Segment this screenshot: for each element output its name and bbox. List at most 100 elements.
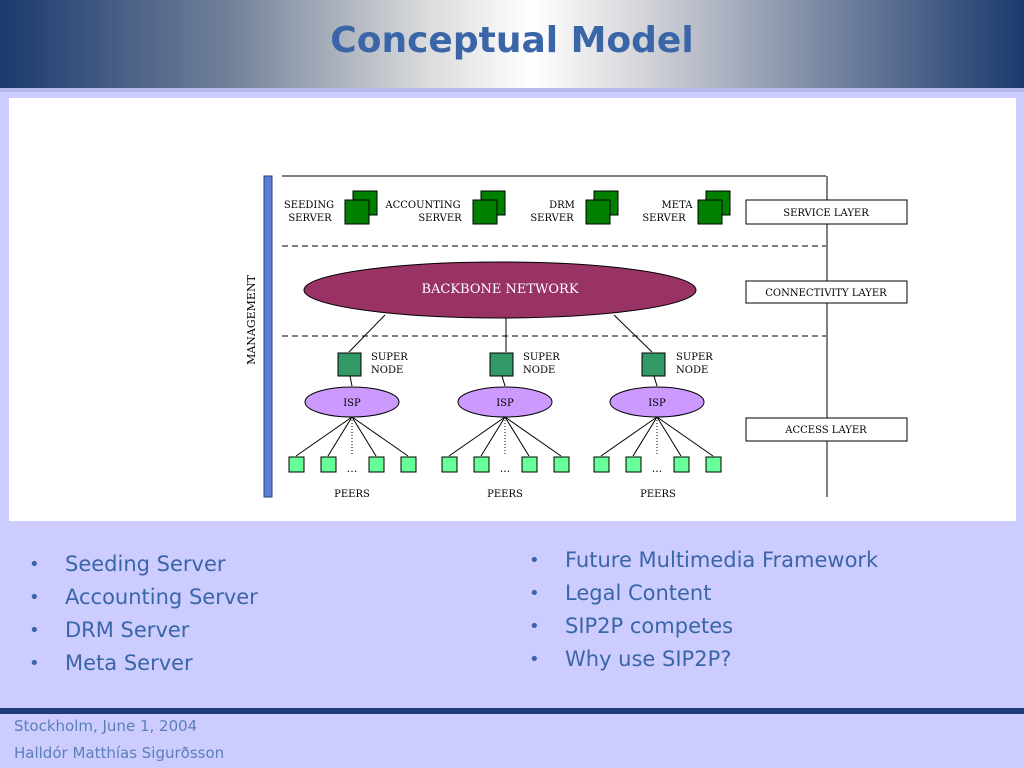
bullet-text: Meta Server [65,651,193,675]
bullet-text: Legal Content [565,581,712,605]
backbone-network [303,261,697,319]
server-accounting-label-line1: ACCOUNTING [384,200,460,211]
bullet-glyph: • [29,653,40,674]
peer-ellipsis: ... [347,462,358,475]
super-node-label-line1: SUPER [523,352,560,363]
peer-link [295,416,353,457]
server-icon-front [344,199,370,225]
bullet-glyph: • [29,587,40,608]
footer-author: Halldór Matthías Sigurðsson [14,744,225,762]
title-divider [0,88,1024,92]
management-label: MANAGEMENT [245,274,258,365]
bullet-glyph: • [29,620,40,641]
peer-node [288,456,305,473]
peer-link [656,416,682,457]
bullet-item: •Why use SIP2P? [529,643,878,676]
bullet-text: Accounting Server [65,585,258,609]
bullet-text: DRM Server [65,618,190,642]
super-node [641,352,666,377]
footer-divider [0,708,1024,714]
server-seeding: SEEDING SERVER [284,190,378,225]
peer-node [441,456,458,473]
peer-node [521,456,538,473]
super-node-label-line2: NODE [371,365,403,376]
bullet-glyph: • [29,554,40,575]
bullet-glyph: • [529,583,540,604]
server-seeding-label-line1: SEEDING [284,200,334,211]
server-accounting: ACCOUNTING SERVER [384,190,506,225]
bullet-item: • DRM Server [29,614,258,647]
layer-access: ACCESS LAYER [745,417,908,442]
server-drm: DRM SERVER [530,190,619,225]
slide-title: Conceptual Model [330,20,694,61]
server-meta-label-line1: META [662,200,694,211]
peer-node [320,456,337,473]
layer-access-box [745,417,908,442]
server-icon-front [697,199,723,225]
server-seeding-label-line2: SERVER [288,213,332,224]
node-link [653,375,658,387]
layer-service-box [745,199,908,225]
bullet-list-left: • Seeding Server • Accounting Server • DRM … [29,548,258,680]
access-cluster-3: SUPER NODE ISP ... PEERS [593,352,722,500]
server-meta: META SERVER [642,190,731,225]
peer-ellipsis: ... [500,462,511,475]
bullet-item: • Meta Server [29,647,258,680]
backbone-link [348,314,386,353]
conceptual-model-diagram: MANAGEMENT SEEDING SERVER ACCOUNTING SER… [245,175,908,500]
server-icon-front [472,199,498,225]
bullet-item: • Accounting Server [29,581,258,614]
peer-link [656,416,714,457]
peer-ellipsis: ... [652,462,663,475]
bullet-item: • SIP2P competes [529,610,878,643]
layer-access-label: ACCESS LAYER [784,425,867,436]
bullet-glyph: • [529,616,540,637]
peer-link [504,416,530,457]
super-node [489,352,514,377]
bullet-text: SIP2P competes [565,614,734,638]
bullet-item: • Future Multimedia Framework [529,544,878,577]
super-node-label-line2: NODE [676,365,708,376]
peer-link [600,416,658,457]
peer-link [504,416,562,457]
layer-connectivity-label: CONNECTIVITY LAYER [765,288,887,299]
access-cluster-1: SUPER NODE ISP ... PEERS [288,352,417,500]
peer-link [327,416,353,457]
super-node [337,352,362,377]
server-accounting-label-line2: SERVER [418,213,462,224]
layer-connectivity-box [745,280,908,304]
peer-node [593,456,610,473]
peer-link [480,416,506,457]
bullet-text: Future Multimedia Framework [565,548,879,572]
layer-service-label: SERVICE LAYER [783,208,869,219]
isp-label: ISP [648,398,666,409]
peer-node [473,456,490,473]
bullet-glyph: • [529,649,540,670]
bullet-item: • Legal Content [529,577,878,610]
bullet-text: Seeding Server [65,552,226,576]
super-node-label-line1: SUPER [676,352,713,363]
peer-node [673,456,690,473]
access-cluster-2: SUPER NODE ISP ... PEERS [441,352,570,500]
management-bar [263,175,273,498]
backbone-link [613,314,653,353]
peer-node [368,456,385,473]
node-link [501,375,506,387]
peer-link [632,416,658,457]
peers-label: PEERS [334,489,370,500]
server-drm-label-line2: SERVER [530,213,574,224]
backbone-network-label: BACKBONE NETWORK [421,282,578,297]
server-drm-label-line1: DRM [549,200,575,211]
footer-location-date: Stockholm, June 1, 2004 [14,717,198,735]
bullet-glyph: • [529,550,540,571]
diagram-panel: MANAGEMENT SEEDING SERVER ACCOUNTING SER… [9,98,1016,521]
layer-service: SERVICE LAYER [745,199,908,225]
title-banner [0,0,1024,90]
peer-node [625,456,642,473]
super-node-label-line2: NODE [523,365,555,376]
server-icon-front [585,199,611,225]
bullet-list-right: • Future Multimedia Framework • Legal Cont… [529,544,878,676]
isp-label: ISP [496,398,514,409]
peers-label: PEERS [487,489,523,500]
peer-link [448,416,506,457]
